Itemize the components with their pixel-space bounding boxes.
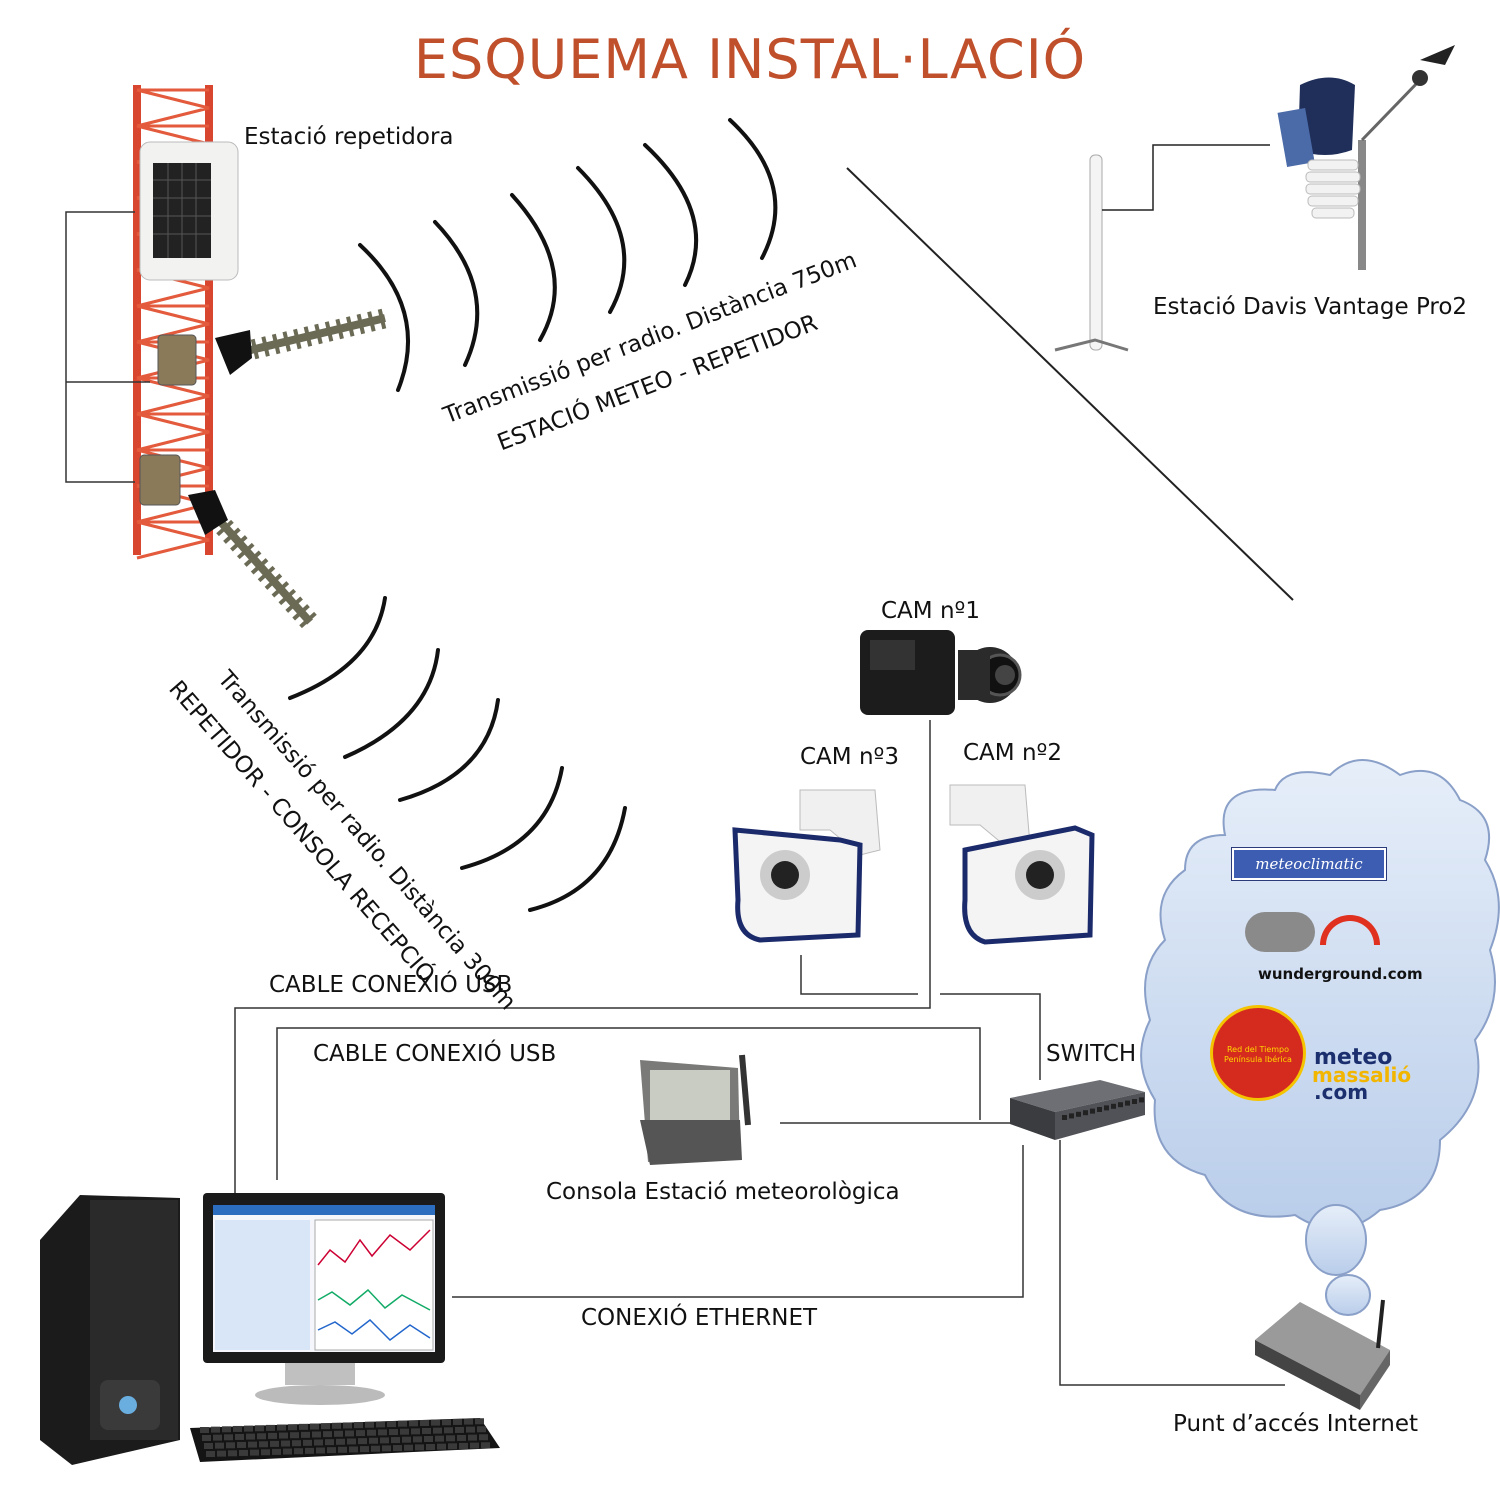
console-label: Consola Estació meteorològica bbox=[546, 1179, 900, 1205]
wunderground-logo: wunderground.com bbox=[1258, 965, 1423, 983]
cam1-camera bbox=[860, 630, 1022, 715]
cam2-camera bbox=[949, 784, 1095, 945]
pc-monitor bbox=[203, 1193, 445, 1405]
cabling bbox=[234, 720, 1285, 1386]
internet-cloud bbox=[1140, 759, 1500, 1316]
davis-vantage-pro2 bbox=[1277, 45, 1455, 270]
cam3-camera bbox=[732, 789, 881, 943]
internet-access-label: Punt d’accés Internet bbox=[1173, 1411, 1419, 1437]
cam1-label: CAM nº1 bbox=[881, 598, 980, 624]
meteomassalio-logo-2: massalió bbox=[1312, 1063, 1412, 1087]
red-tiempo-text: Red del Tiempo Península Ibérica bbox=[1224, 1045, 1292, 1064]
davis-station-label: Estació Davis Vantage Pro2 bbox=[1153, 294, 1468, 320]
network-switch bbox=[1010, 1080, 1145, 1140]
radio-waves-upper bbox=[358, 118, 778, 392]
ethernet-label: CONEXIÓ ETHERNET bbox=[581, 1305, 818, 1331]
cam2-label: CAM nº2 bbox=[963, 740, 1062, 766]
pc-tower bbox=[40, 1195, 180, 1465]
diagram-title: ESQUEMA INSTAL·LACIÓ bbox=[413, 28, 1087, 91]
davis-link-line bbox=[846, 167, 1294, 601]
yagi-antenna-lower bbox=[139, 454, 317, 629]
yagi-antenna-upper bbox=[157, 308, 387, 386]
pc-keyboard bbox=[190, 1418, 500, 1462]
radio-waves-lower bbox=[288, 596, 627, 912]
internet-router bbox=[1255, 1299, 1390, 1410]
weather-console bbox=[640, 1054, 751, 1165]
cam3-label: CAM nº3 bbox=[800, 744, 899, 770]
davis-antenna bbox=[1054, 144, 1270, 352]
repeater-solar-box bbox=[139, 141, 239, 281]
repeater-station-label: Estació repetidora bbox=[244, 124, 454, 150]
red-tiempo-logo bbox=[1210, 1005, 1306, 1101]
usb-cable-label-2: CABLE CONEXIÓ USB bbox=[313, 1041, 557, 1067]
wunderground-cloud-icon bbox=[1245, 912, 1315, 952]
meteoclimatic-logo: meteoclimatic bbox=[1232, 848, 1386, 880]
switch-label: SWITCH bbox=[1046, 1041, 1137, 1067]
repeater-wiring bbox=[65, 211, 150, 483]
meteomassalio-logo-1: meteo bbox=[1314, 1045, 1393, 1070]
meteomassalio-logo-3: .com bbox=[1314, 1080, 1369, 1104]
usb-cable-label-1: CABLE CONEXIÓ USB bbox=[269, 972, 513, 998]
